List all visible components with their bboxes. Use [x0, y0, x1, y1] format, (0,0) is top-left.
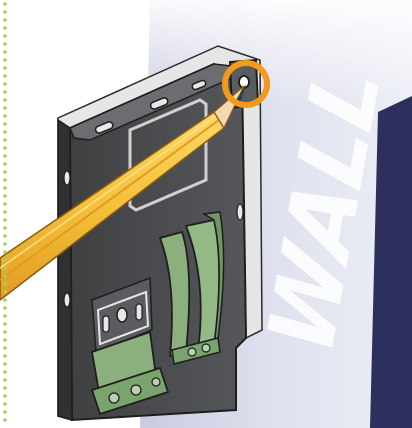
guide-dot — [3, 130, 7, 134]
guide-dot — [3, 298, 7, 302]
guide-dot — [3, 170, 7, 174]
guide-dot — [3, 354, 7, 358]
guide-dot — [3, 378, 7, 382]
guide-dot — [3, 282, 7, 286]
bracket-left-edge — [57, 118, 73, 421]
guide-dot — [3, 98, 7, 102]
slot-hole — [236, 203, 244, 221]
slot-hole — [102, 315, 110, 333]
guide-dot — [3, 186, 7, 190]
guide-dot — [3, 90, 7, 94]
slot-hole — [191, 79, 207, 91]
bracket-lower-bracket — [96, 290, 150, 346]
guide-dot — [3, 314, 7, 318]
guide-dot — [3, 226, 7, 230]
guide-dot — [3, 234, 7, 238]
clip-pin — [187, 347, 197, 357]
guide-dot — [3, 2, 7, 6]
guide-dot — [3, 402, 7, 406]
dotted-guide-line — [3, 2, 7, 422]
guide-dot — [3, 10, 7, 14]
guide-dot — [3, 154, 7, 158]
guide-dot — [3, 50, 7, 54]
bracket-screw-hole — [116, 307, 128, 323]
guide-dot — [3, 178, 7, 182]
clip-pin — [151, 377, 161, 387]
cable-clips — [90, 211, 225, 416]
guide-dot — [3, 34, 7, 38]
guide-dot — [3, 394, 7, 398]
guide-dot — [3, 138, 7, 142]
guide-dot — [3, 194, 7, 198]
guide-dot — [3, 410, 7, 414]
wall-side — [370, 96, 412, 428]
guide-dot — [3, 122, 7, 126]
guide-dot — [3, 74, 7, 78]
guide-dot — [3, 202, 7, 206]
guide-dot — [3, 362, 7, 366]
guide-dot — [3, 322, 7, 326]
guide-dot — [3, 274, 7, 278]
guide-dot — [3, 418, 7, 422]
slot-hole — [149, 97, 169, 110]
bracket-rib — [128, 98, 208, 212]
guide-dot — [3, 346, 7, 350]
guide-dot — [3, 266, 7, 270]
guide-dot — [3, 42, 7, 46]
pencil-facet — [0, 115, 217, 269]
guide-dot — [3, 370, 7, 374]
guide-dot — [3, 218, 7, 222]
guide-dot — [3, 338, 7, 342]
guide-dot — [3, 330, 7, 334]
guide-dot — [3, 82, 7, 86]
clip-pin — [201, 343, 211, 353]
pencil-lead — [236, 84, 246, 104]
slot-hole — [63, 170, 71, 186]
guide-dot — [3, 58, 7, 62]
guide-dot — [3, 114, 7, 118]
guide-dot — [3, 146, 7, 150]
guide-dot — [3, 250, 7, 254]
slot-hole — [135, 303, 143, 321]
guide-dot — [3, 106, 7, 110]
clip-pin — [108, 392, 120, 404]
guide-dot — [3, 242, 7, 246]
guide-dot — [3, 306, 7, 310]
clip-pin — [130, 384, 142, 396]
guide-dot — [3, 26, 7, 30]
slot-hole — [63, 292, 71, 308]
guide-dot — [3, 290, 7, 294]
highlight-ring — [222, 60, 270, 108]
guide-dot — [3, 258, 7, 262]
guide-dot — [3, 162, 7, 166]
pencil — [0, 84, 246, 301]
guide-dot — [3, 210, 7, 214]
guide-dot — [3, 18, 7, 22]
guide-dot — [3, 66, 7, 70]
pencil-facet — [0, 119, 220, 281]
guide-dot — [3, 386, 7, 390]
slot-hole — [94, 121, 114, 134]
